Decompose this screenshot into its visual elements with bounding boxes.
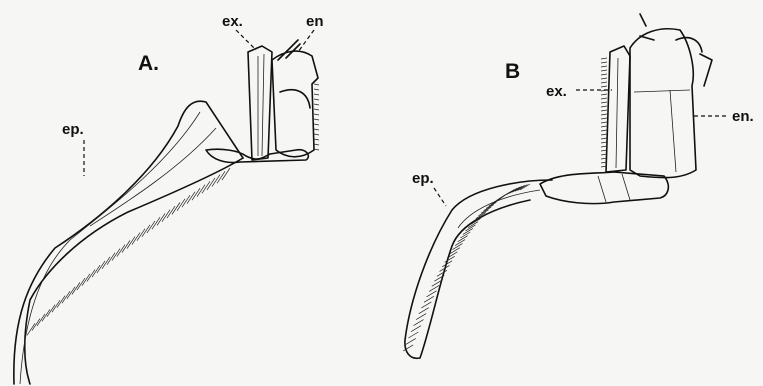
panel-a-epipodite — [14, 101, 243, 384]
panel-a-ex-label: ex. — [222, 13, 243, 30]
bristle-hair — [314, 84, 319, 85]
bristle-hair — [314, 99, 319, 100]
panel-a-en-leader — [298, 30, 314, 52]
bristle-hair — [601, 74, 607, 75]
bristle-hair — [601, 98, 607, 99]
bristle-hair — [601, 122, 607, 123]
panel-b-ex-label: ex. — [546, 83, 567, 100]
bristle-hair — [601, 94, 607, 95]
bristle-hair — [491, 198, 501, 204]
bristle-hair — [314, 114, 319, 115]
panel-b-label: B — [505, 60, 520, 83]
bristle-hair — [47, 305, 55, 317]
bristle-hair — [416, 314, 426, 320]
panel-a-ex-leader — [236, 30, 256, 50]
bristle-hair — [314, 129, 319, 130]
bristle-hair — [601, 102, 607, 103]
panel-b-epipodite — [403, 180, 552, 358]
bristle-hair — [601, 106, 607, 107]
bristle-hair — [87, 269, 95, 281]
panel-a-ep-label: ep. — [62, 121, 84, 138]
bristle-hair — [112, 249, 120, 261]
bristle-hair — [601, 134, 607, 135]
bristle-hair — [314, 124, 319, 125]
bristle-hair — [419, 308, 429, 314]
bristle-hair — [62, 291, 70, 303]
bristle-hair — [437, 270, 447, 276]
bristle-hair — [314, 94, 319, 95]
panel-a-en-label: en — [306, 13, 324, 30]
bristle-hair — [484, 205, 494, 211]
bristle-hair — [127, 237, 135, 249]
bristle-hair — [406, 338, 416, 344]
bristle-hair — [601, 86, 607, 87]
bristle-hair — [414, 320, 424, 326]
bristle-hair — [52, 300, 60, 312]
panel-a-basal-segment — [206, 149, 308, 162]
panel-a-endopodite — [272, 40, 319, 157]
bristle-hair — [122, 241, 130, 253]
bristle-hair — [429, 285, 439, 291]
bristle-hair — [408, 332, 418, 338]
bristle-hair — [601, 110, 607, 111]
bristle-hair — [601, 142, 607, 143]
bristle-hair — [489, 200, 499, 206]
bristle-hair — [97, 261, 105, 273]
bristle-hair — [411, 326, 421, 332]
bristle-hair — [37, 314, 45, 326]
panel-b-exopodite — [601, 46, 630, 172]
bristle-hair — [601, 114, 607, 115]
bristle-hair — [424, 296, 434, 302]
bristle-hair — [314, 104, 319, 105]
panel-b-ep-leader — [434, 188, 446, 206]
bristle-hair — [314, 134, 319, 135]
bristle-hair — [473, 215, 483, 221]
bristle-hair — [107, 253, 115, 265]
panel-a: A. ex. en ep. — [14, 13, 324, 384]
panel-b-en-label: en. — [732, 108, 754, 125]
bristle-hair — [314, 144, 319, 145]
panel-a-exopodite — [248, 46, 272, 160]
bristle-hair — [77, 278, 85, 290]
panel-a-label: A. — [138, 52, 159, 75]
bristle-hair — [601, 62, 607, 63]
bristle-hair — [427, 291, 437, 297]
bristle-hair — [82, 274, 90, 286]
bristle-hair — [314, 109, 319, 110]
bristle-hair — [601, 118, 607, 119]
bristle-hair — [314, 139, 319, 140]
bristle-hair — [67, 287, 75, 299]
bristle-hair — [601, 70, 607, 71]
bristle-hair — [601, 82, 607, 83]
bristle-hair — [421, 302, 431, 308]
bristle-hair — [314, 89, 319, 90]
bristle-hair — [117, 245, 125, 257]
bristle-hair — [601, 130, 607, 131]
bristle-hair — [42, 309, 50, 321]
panel-b: B ex. en. ep. — [403, 14, 754, 358]
bristle-hair — [314, 119, 319, 120]
bristle-hair — [92, 265, 100, 277]
bristle-hair — [601, 126, 607, 127]
bristle-hair — [102, 257, 110, 269]
bristle-hair — [601, 66, 607, 67]
bristle-hair — [32, 319, 40, 331]
bristle-hair — [601, 58, 607, 59]
panel-b-endopodite — [630, 14, 712, 178]
bristle-hair — [445, 256, 455, 262]
bristle-hair — [601, 138, 607, 139]
bristle-hair — [601, 78, 607, 79]
bristle-hair — [72, 282, 80, 294]
panel-b-ep-label: ep. — [412, 170, 434, 187]
bristle-hair — [57, 296, 65, 308]
